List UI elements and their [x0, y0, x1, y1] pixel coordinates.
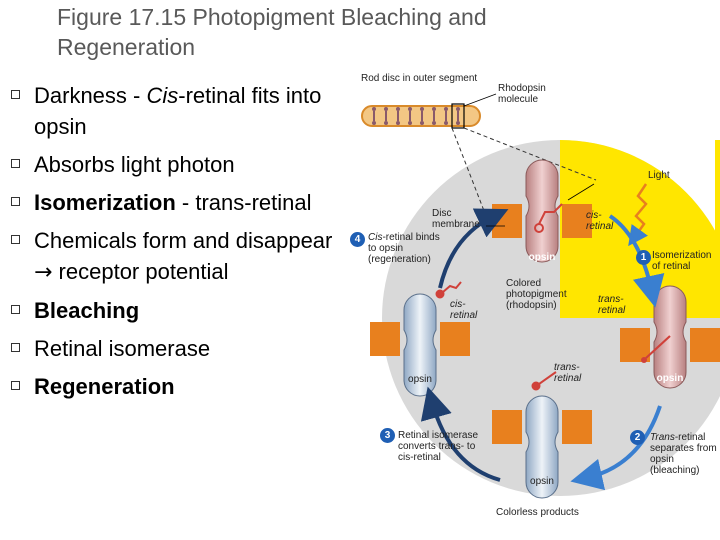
bullet-list: Darkness - Cis-retinal fits into opsin A…	[0, 80, 340, 409]
bullet-text: -retinal fits into opsin	[34, 83, 322, 139]
rod-disc-label: Rod disc in outer segment	[361, 73, 478, 84]
bullet-item: Bleaching	[0, 295, 340, 326]
step-1-badge: 1	[636, 250, 651, 265]
bullet-text-bold: Isomerization	[34, 190, 176, 215]
bullet-item: Darkness - Cis-retinal fits into opsin	[0, 80, 340, 142]
step-4-label-em: Cis	[368, 232, 383, 243]
square-bullet-icon	[11, 343, 20, 352]
step-4-label: -retinal binds to opsin (regeneration)	[368, 232, 440, 265]
bullet-text: receptor potential	[52, 259, 229, 284]
opsin-right-label: opsin	[656, 373, 684, 384]
right-arrow-icon: →	[34, 260, 53, 285]
opsin-bottom-label: opsin	[530, 476, 554, 487]
cis-retinal-free	[435, 281, 462, 299]
bullet-item: Isomerization - trans-retinal	[0, 187, 340, 218]
trans-retinal-bottom-label: trans-retinal	[554, 362, 582, 384]
bullet-text: Absorbs light photon	[34, 152, 235, 177]
opsin-left-label: opsin	[408, 374, 432, 385]
step2-arrow	[570, 405, 662, 491]
bullet-item: Retinal isomerase	[0, 333, 340, 364]
bottom-opsin	[492, 395, 592, 499]
step-2-badge: 2	[630, 430, 645, 445]
bullet-text: Chemicals form and disappear	[34, 228, 333, 253]
step4-arrow	[438, 208, 509, 289]
right-opsin	[620, 285, 720, 389]
bullet-text: Regeneration	[34, 374, 175, 399]
step-1-label: Isomerization of retinal	[652, 250, 712, 272]
step3-arrow	[420, 386, 501, 482]
light-ray-icon	[628, 183, 648, 247]
light-label: Light	[648, 170, 670, 181]
bullet-text: Darkness -	[34, 83, 147, 108]
bullet-text: Bleaching	[34, 298, 140, 323]
bullet-text: Retinal isomerase	[34, 336, 211, 361]
trans-retinal-right-label: trans-retinal	[598, 294, 626, 316]
cis-retinal-left-label: cis-retinal	[450, 299, 478, 321]
step-4-badge: 4	[350, 232, 365, 247]
square-bullet-icon	[11, 197, 20, 206]
colorless-products-label: Colorless products	[496, 507, 579, 518]
disc-membrane-label: Disc membrane	[432, 208, 480, 230]
bullet-emphasis: Cis	[146, 83, 179, 108]
square-bullet-icon	[11, 381, 20, 390]
step-3-label: Retinal isomerase converts trans- to cis…	[398, 430, 479, 463]
square-bullet-icon	[11, 159, 20, 168]
step-2-label: -retinal separates from opsin (bleaching…	[650, 432, 717, 476]
step1-arrow	[608, 214, 665, 308]
opsin-top-label: opsin	[528, 252, 556, 263]
step-2-label-em: Trans	[650, 432, 675, 443]
photopigment-cycle-diagram: Rod disc in outer segment Rhodopsin mole…	[340, 66, 720, 532]
cis-retinal-top-label: cis-retinal	[586, 210, 614, 232]
step-3-badge: 3	[380, 428, 395, 443]
bullet-item: Regeneration	[0, 371, 340, 402]
left-opsin	[370, 293, 470, 397]
trans-retinal-free	[531, 371, 557, 391]
colored-photopigment-label: Colored photopigment (rhodopsin)	[506, 278, 567, 311]
square-bullet-icon	[11, 235, 20, 244]
square-bullet-icon	[11, 90, 20, 99]
rhodopsin-molecule-label: Rhodopsin molecule	[498, 83, 546, 105]
bullet-item: Chemicals form and disappear → receptor …	[0, 225, 340, 288]
bullet-item: Absorbs light photon	[0, 149, 340, 180]
slide-title: Figure 17.15 Photopigment Bleaching and …	[57, 4, 487, 60]
bullet-text: - trans-retinal	[175, 190, 312, 215]
square-bullet-icon	[11, 305, 20, 314]
diagram-graphic	[361, 93, 720, 499]
